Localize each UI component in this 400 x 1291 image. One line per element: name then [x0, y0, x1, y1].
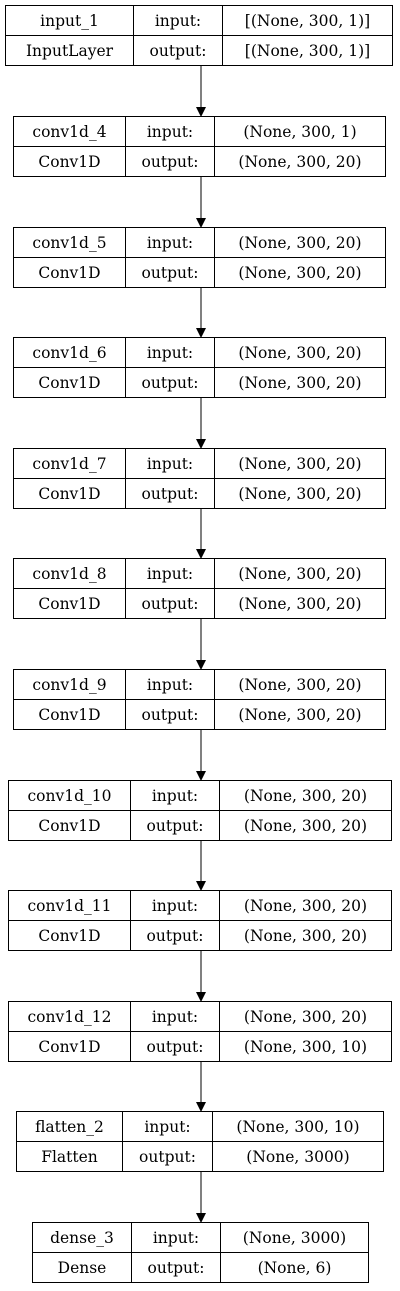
input-shape: (None, 300, 1): [215, 117, 385, 147]
output-shape: [(None, 300, 1)]: [244, 42, 371, 60]
output-label: output:: [131, 811, 220, 841]
output-shape: (None, 3000): [246, 1148, 350, 1166]
input-label: input:: [134, 6, 223, 36]
output-label: output:: [126, 258, 215, 288]
layer-name: conv1d_7: [14, 449, 126, 479]
output-label: output:: [123, 1142, 213, 1172]
layer-name: conv1d_11: [9, 891, 131, 921]
layer-type: Conv1D: [9, 811, 131, 841]
layer-type: Conv1D: [14, 368, 126, 398]
layer-name: conv1d_9: [14, 670, 126, 700]
input-label: input:: [126, 670, 215, 700]
input-label: input:: [126, 338, 215, 368]
layer-name: conv1d_10: [9, 781, 131, 811]
output-label: output:: [126, 589, 215, 619]
input-shape: (None, 300, 20): [220, 891, 391, 921]
input-label: input:: [131, 1002, 220, 1032]
input-label: input:: [126, 228, 215, 258]
input-shape: (None, 300, 20): [220, 781, 391, 811]
layer-name: conv1d_6: [14, 338, 126, 368]
output-label: output:: [134, 36, 223, 66]
output-label: output:: [126, 147, 215, 177]
layer-type: Conv1D: [9, 1032, 131, 1062]
input-label: input:: [126, 559, 215, 589]
input-label: input:: [131, 891, 220, 921]
output-shape: (None, 300, 20): [238, 374, 362, 392]
input-label: input:: [123, 1112, 213, 1142]
input-shape: [(None, 300, 1)]: [223, 6, 392, 36]
layer-type: Conv1D: [9, 921, 131, 951]
input-shape: (None, 3000): [221, 1223, 368, 1253]
output-label: output:: [126, 368, 215, 398]
layer-name: flatten_2: [17, 1112, 123, 1142]
layer-name: input_1: [6, 6, 134, 36]
output-shape: (None, 300, 20): [238, 706, 362, 724]
output-label: output:: [131, 921, 220, 951]
layer-type: Dense: [33, 1253, 132, 1283]
output-shape: (None, 300, 20): [238, 153, 362, 171]
output-shape: (None, 300, 10): [243, 1038, 368, 1056]
layer-name: conv1d_12: [9, 1002, 131, 1032]
output-shape: (None, 300, 20): [243, 927, 368, 945]
output-label: output:: [132, 1253, 221, 1283]
output-shape: (None, 6): [257, 1259, 332, 1277]
layer-type: Conv1D: [14, 147, 126, 177]
input-shape: (None, 300, 20): [215, 670, 385, 700]
input-label: input:: [126, 117, 215, 147]
layer-type: InputLayer: [6, 36, 134, 66]
output-shape: (None, 300, 20): [238, 485, 362, 503]
output-shape: (None, 300, 20): [238, 595, 362, 613]
layer-type: Conv1D: [14, 258, 126, 288]
output-shape: (None, 300, 20): [243, 817, 368, 835]
layer-name: conv1d_8: [14, 559, 126, 589]
output-label: output:: [126, 479, 215, 509]
input-shape: (None, 300, 20): [215, 228, 385, 258]
layer-name: conv1d_4: [14, 117, 126, 147]
output-shape: (None, 300, 20): [238, 264, 362, 282]
input-label: input:: [131, 781, 220, 811]
layer-type: Conv1D: [14, 700, 126, 730]
input-shape: (None, 300, 20): [215, 559, 385, 589]
input-label: input:: [126, 449, 215, 479]
input-shape: (None, 300, 20): [215, 449, 385, 479]
input-shape: (None, 300, 10): [213, 1112, 383, 1142]
layer-type: Conv1D: [14, 479, 126, 509]
input-shape: (None, 300, 20): [215, 338, 385, 368]
layer-type: Flatten: [17, 1142, 123, 1172]
output-label: output:: [131, 1032, 220, 1062]
layer-name: conv1d_5: [14, 228, 126, 258]
input-label: input:: [132, 1223, 221, 1253]
layer-name: dense_3: [33, 1223, 132, 1253]
output-label: output:: [126, 700, 215, 730]
input-shape: (None, 300, 20): [220, 1002, 391, 1032]
layer-type: Conv1D: [14, 589, 126, 619]
